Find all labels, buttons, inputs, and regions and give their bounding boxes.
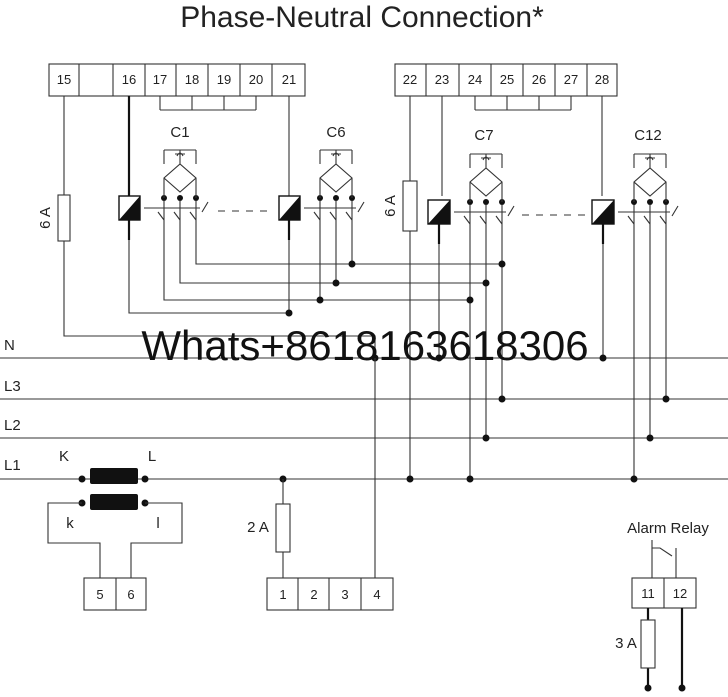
fuse-relay: [640, 619, 656, 669]
dashed-links: [218, 210, 586, 216]
terminal-label: 3: [341, 587, 348, 602]
terminal-label: 25: [500, 72, 514, 87]
alarm-relay: Alarm Relay 11 12 3 A: [615, 520, 709, 692]
terminal-label: 4: [373, 587, 380, 602]
terminal-label: 27: [564, 72, 578, 87]
terminal-label: 21: [282, 72, 296, 87]
diagram-title: Phase-Neutral Connection*: [180, 1, 544, 34]
terminal-block-left: 15 16 17 18 19 20 21: [48, 63, 306, 97]
ct-terminal-block: 5 6: [83, 577, 147, 611]
terminal-label: 1: [279, 587, 286, 602]
terminal-label: 6: [127, 587, 134, 602]
cross-wiring: [128, 220, 667, 479]
terminal-label: 12: [673, 586, 687, 601]
contactor-c1: C1: [118, 124, 209, 240]
terminal-label: 23: [435, 72, 449, 87]
terminal-label: 18: [185, 72, 199, 87]
terminal-label: 15: [57, 72, 71, 87]
fuse-left: [57, 194, 71, 242]
terminal-label: 26: [532, 72, 546, 87]
line-label-l1: L1: [4, 457, 21, 474]
alarm-relay-label: Alarm Relay: [627, 520, 709, 537]
supply-terminal-circuit: 2 A 1 2 3 4: [247, 358, 394, 611]
terminal-label: 22: [403, 72, 417, 87]
middle-fuse-circuit: 6 A: [382, 96, 418, 479]
terminal-label: 19: [217, 72, 231, 87]
contactor-c6: C6: [278, 124, 365, 240]
capacitor-label: C1: [170, 124, 189, 141]
fuse-supply-label: 2 A: [247, 519, 269, 536]
terminal-label: 11: [641, 586, 655, 601]
contactor-c7: C7: [427, 127, 515, 244]
ct-label-k: K: [59, 448, 69, 465]
terminal-label: 24: [468, 72, 482, 87]
terminal-label: 17: [153, 72, 167, 87]
terminal-label: 5: [96, 587, 103, 602]
watermark-text: Whats+8618163618306: [141, 322, 588, 369]
contactor-c12: C12: [591, 127, 679, 244]
fuse-left-label: 6 A: [37, 207, 54, 229]
line-label-l2: L2: [4, 417, 21, 434]
ct-label-l: L: [148, 448, 156, 465]
ct-label-sec-l: l: [156, 515, 159, 532]
line-label-n: N: [4, 337, 15, 354]
supply-lines: N L3 L2 L1: [0, 337, 728, 480]
ct-label-sec-k: k: [66, 515, 74, 532]
fuse-middle: [402, 180, 418, 232]
current-transformer: K L k l: [47, 448, 183, 578]
terminal-label: 2: [310, 587, 317, 602]
terminal-label: 28: [595, 72, 609, 87]
fuse-middle-label: 6 A: [382, 195, 399, 217]
coil-feeds: [127, 96, 603, 196]
terminal-block-right: 22 23 24 25 26 27 28: [394, 63, 618, 97]
capacitor-label: C12: [634, 127, 662, 144]
capacitor-label: C6: [326, 124, 345, 141]
line-label-l3: L3: [4, 378, 21, 395]
junction-dots: [279, 260, 670, 483]
terminal-label: 20: [249, 72, 263, 87]
capacitor-label: C7: [474, 127, 493, 144]
terminal-stubs: [159, 96, 572, 111]
left-fuse-circuit: 6 A: [37, 96, 376, 358]
terminal-label: 16: [122, 72, 136, 87]
fuse-supply: [275, 503, 291, 553]
fuse-relay-label: 3 A: [615, 635, 637, 652]
